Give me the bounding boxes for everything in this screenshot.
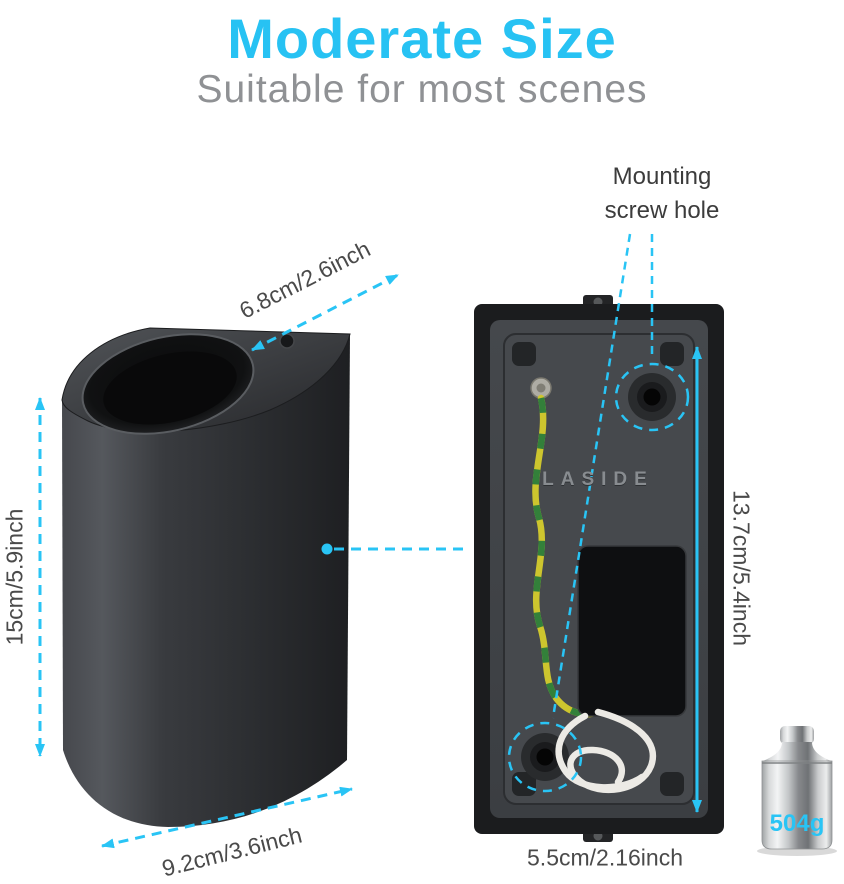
lamp-top-screw (279, 333, 295, 349)
ground-wire (532, 394, 606, 718)
mounting-screw-hole-label: Mounting screw hole (604, 163, 720, 224)
page-subtitle: Suitable for most scenes (196, 68, 648, 111)
pointer-dot (321, 543, 333, 555)
mounting-back-plate (474, 295, 724, 842)
white-wires (555, 708, 656, 794)
mounting-hole-top (628, 373, 676, 421)
calibration-weight (757, 726, 837, 856)
led-driver-box (577, 545, 687, 717)
weight-body (761, 760, 833, 850)
weight-value-label: 504g (769, 810, 825, 837)
page-title: Moderate Size (227, 7, 617, 70)
corner-pad (660, 342, 684, 366)
mounting-hole-highlight-bottom (507, 721, 583, 793)
corner-pad (660, 772, 684, 796)
weight-knob (780, 726, 814, 744)
lamp-height-label: 15cm/5.9inch (1, 508, 28, 646)
weight-neck (763, 742, 831, 761)
brand-text: LASIDE (542, 469, 654, 490)
corner-pad (512, 342, 536, 366)
lamp-width-arrow (101, 786, 353, 849)
plate-width-label: 5.5cm/2.16inch (527, 844, 683, 871)
mounting-hole-highlight-top (614, 362, 690, 432)
lamp-lens-inner (103, 351, 237, 425)
mounting-hole-pointer-lines (551, 233, 654, 719)
lamp-body (62, 328, 350, 827)
lamp-depth-arrow (251, 273, 399, 352)
pointer-line-bottom-hole (551, 233, 632, 719)
wall-lamp (61, 327, 351, 827)
plate-height-label: 13.7cm/5.4inch (728, 490, 755, 646)
